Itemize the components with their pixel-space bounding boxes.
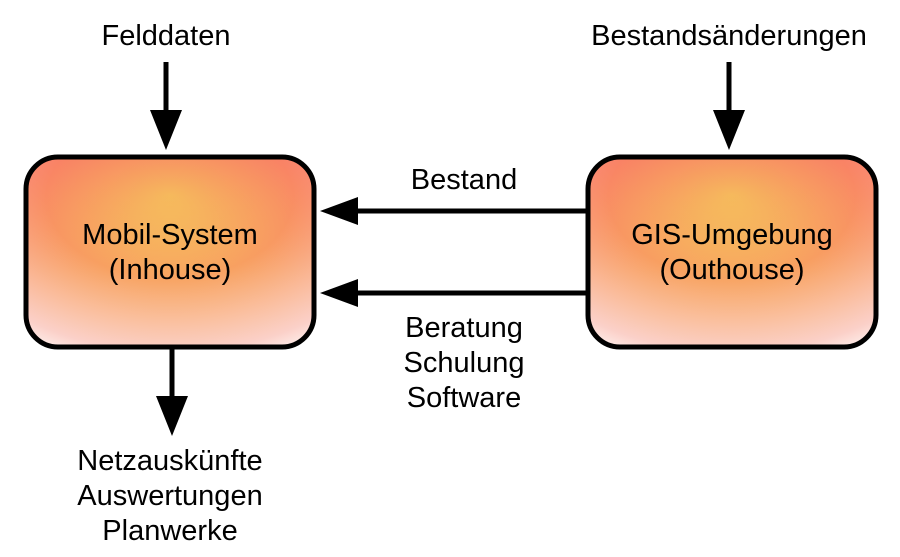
- schulung-line: Schulung: [403, 347, 525, 379]
- gis-umgebung-subtitle: (Outhouse): [659, 254, 805, 286]
- netzauskuenfte-line: Netzauskünfte: [77, 445, 263, 477]
- bestand-label: Bestand: [410, 164, 518, 196]
- arrow-felddaten-down: [150, 62, 182, 150]
- felddaten-label: Felddaten: [101, 20, 231, 52]
- beratung-schulung-software-label: Beratung Schulung Software: [374, 311, 554, 416]
- outputs-label: Netzauskünfte Auswertungen Planwerke: [40, 444, 300, 549]
- software-line: Software: [406, 382, 522, 414]
- arrow-bestand-left: [320, 197, 588, 225]
- auswertungen-line: Auswertungen: [77, 480, 263, 512]
- arrow-beratung-left: [320, 279, 588, 307]
- gis-umgebung-box: [585, 154, 879, 350]
- bestandsaenderungen-label: Bestandsänderungen: [591, 20, 867, 52]
- mobil-system-box: [23, 154, 317, 350]
- mobil-system-text: Mobil-System (Inhouse): [26, 218, 314, 288]
- gis-umgebung-text: GIS-Umgebung (Outhouse): [588, 218, 876, 288]
- beratung-line: Beratung: [405, 312, 523, 344]
- mobil-system-subtitle: (Inhouse): [108, 254, 232, 286]
- planwerke-line: Planwerke: [102, 515, 238, 547]
- arrow-outputs-down: [156, 347, 188, 436]
- arrow-bestandsaenderungen-down: [713, 62, 745, 150]
- gis-umgebung-title: GIS-Umgebung: [631, 219, 833, 251]
- mobil-system-title: Mobil-System: [82, 219, 258, 251]
